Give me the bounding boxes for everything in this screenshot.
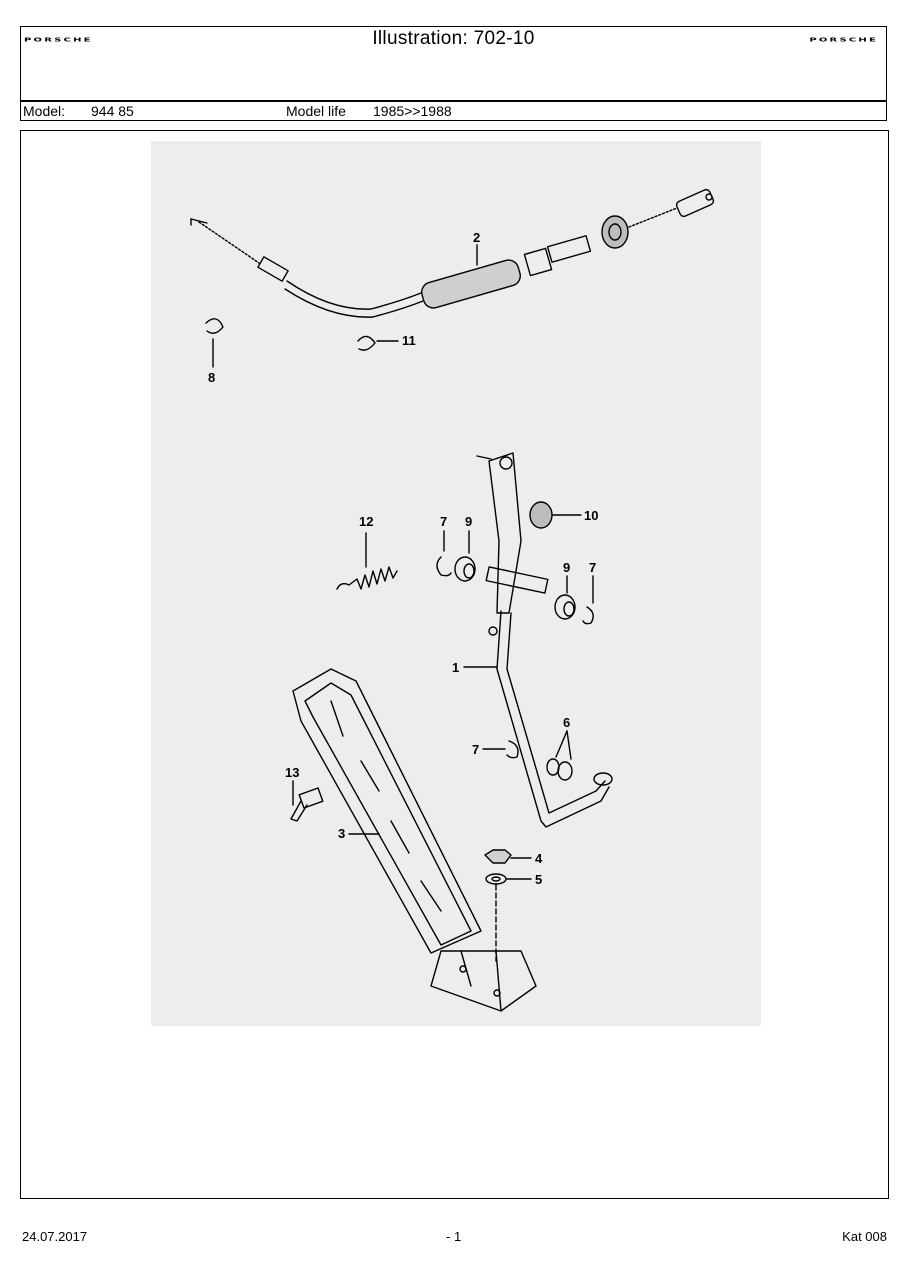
callout-10: 10 <box>584 508 598 523</box>
callout-12: 12 <box>359 514 373 529</box>
clip-11 <box>357 335 376 351</box>
return-spring <box>336 566 398 590</box>
callout-2: 2 <box>473 230 480 245</box>
bushing-9-right <box>554 594 576 620</box>
callout-9-left: 9 <box>465 514 472 529</box>
callout-7-right: 7 <box>589 560 596 575</box>
porsche-logo-left: PORSCHE <box>24 37 93 44</box>
hex-nut <box>484 849 532 864</box>
clip-7-left <box>436 556 452 577</box>
footer-page: - 1 <box>446 1229 462 1244</box>
bolt-13 <box>290 780 324 822</box>
accelerator-cable <box>190 188 715 318</box>
page-title: Illustration: 702-10 <box>372 28 535 49</box>
callout-11: 11 <box>402 333 416 348</box>
flat-washer <box>485 873 532 885</box>
callout-4: 4 <box>535 851 543 866</box>
model-life-value: 1985>>1988 <box>373 103 452 119</box>
diagram-frame: 2 8 11 12 7 9 10 9 7 1 6 7 13 3 4 5 <box>20 130 889 1199</box>
callout-5: 5 <box>535 872 542 887</box>
clip-7-right <box>582 606 594 625</box>
callout-1: 1 <box>452 660 459 675</box>
model-row: Model: 944 85 Model life 1985>>1988 <box>21 103 886 120</box>
callout-9-right: 9 <box>563 560 570 575</box>
porsche-logo-right: PORSCHE <box>809 37 878 44</box>
bushing-9-left <box>454 556 476 582</box>
callout-3: 3 <box>338 826 345 841</box>
callout-13: 13 <box>285 765 299 780</box>
pedal-lever <box>476 452 613 828</box>
callout-7-lower: 7 <box>472 742 479 757</box>
pedal-plate <box>292 668 537 1012</box>
header-divider <box>21 100 886 102</box>
model-value: 944 85 <box>91 103 134 119</box>
clip-7-lower <box>506 740 519 759</box>
scan-area <box>151 141 761 1026</box>
rubber-cap <box>529 501 582 529</box>
clip-8 <box>205 318 224 334</box>
footer-date: 24.07.2017 <box>22 1229 88 1244</box>
model-label: Model: <box>23 103 66 119</box>
parts-illustration: 2 8 11 12 7 9 10 9 7 1 6 7 13 3 4 5 <box>151 141 761 1026</box>
header-box: PORSCHE Illustration: 702-10 PORSCHE Mod… <box>20 26 887 121</box>
callout-6: 6 <box>563 715 570 730</box>
model-life-label: Model life <box>286 103 346 119</box>
callout-8: 8 <box>208 370 215 385</box>
washers-6 <box>546 730 573 781</box>
callout-7-left: 7 <box>440 514 447 529</box>
footer-catalog: Kat 008 <box>842 1229 887 1244</box>
